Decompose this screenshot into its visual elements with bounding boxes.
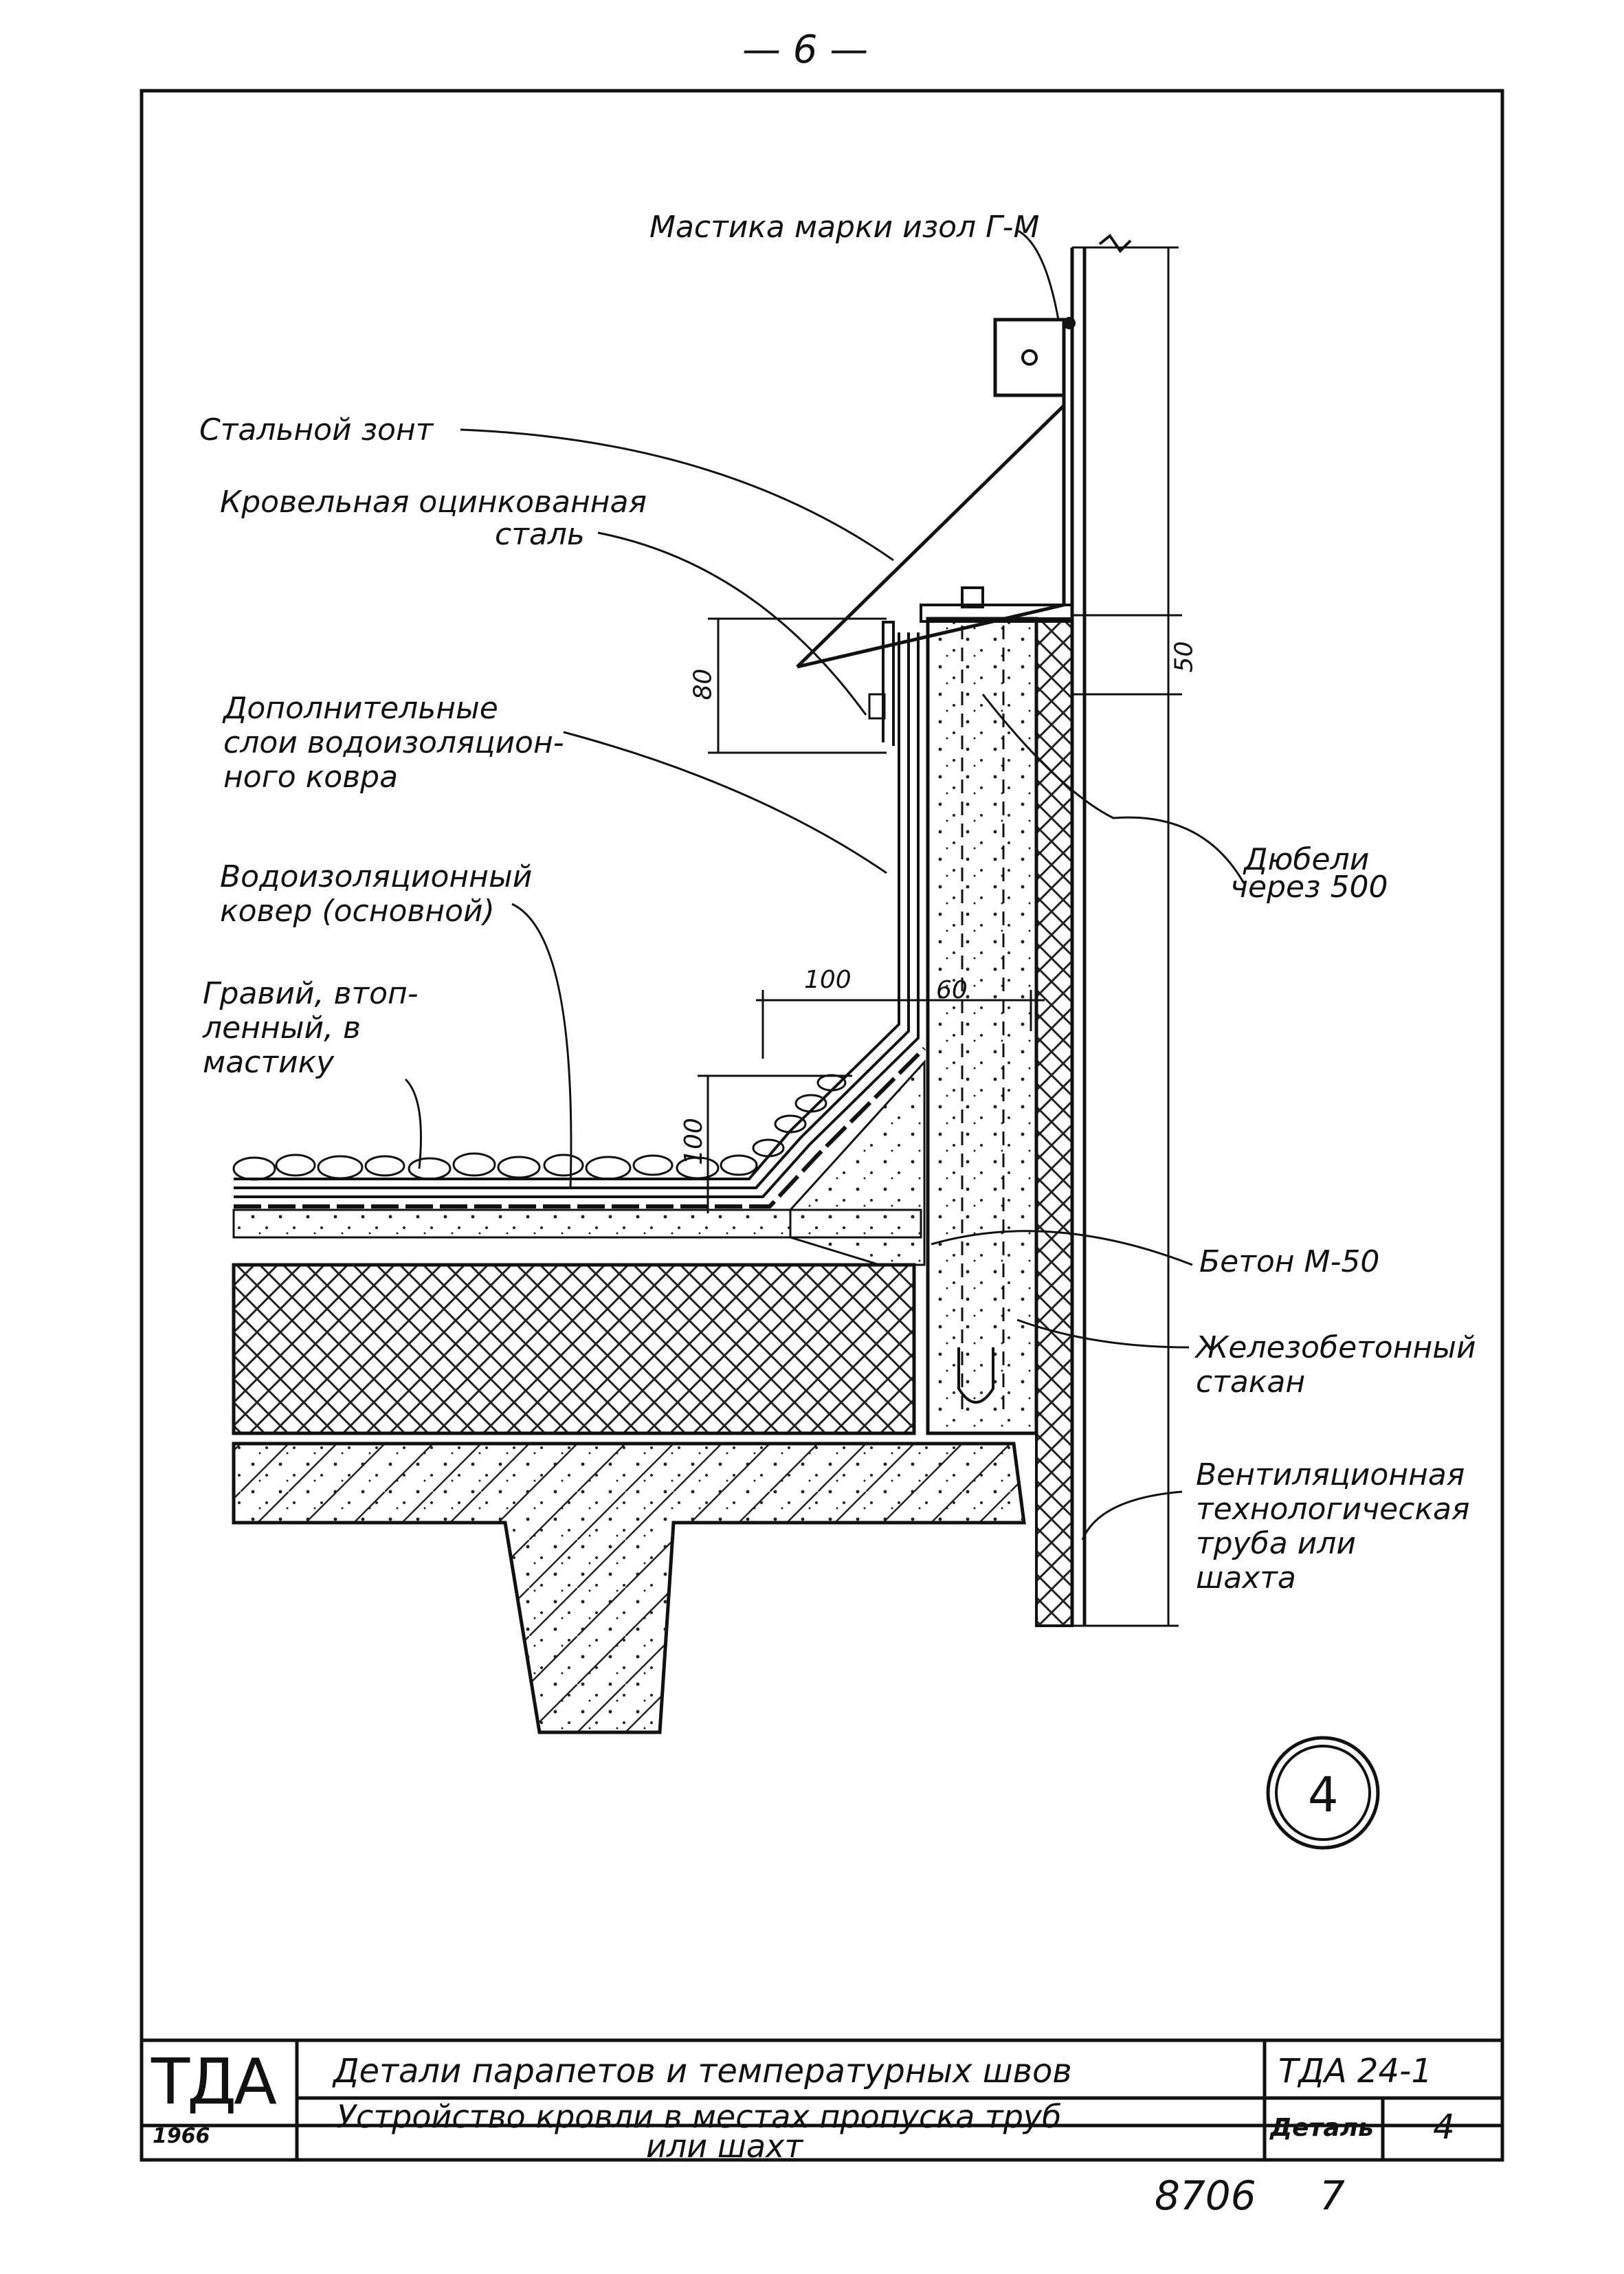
label-gravel-1: Гравий, втоп-	[203, 976, 419, 1011]
dimension-100-horizontal: 100	[804, 966, 852, 994]
label-rc-sleeve-2: стакан	[1196, 1365, 1306, 1400]
label-gravel-2: ленный, в	[203, 1011, 361, 1046]
label-main-carpet-2: ковер (основной)	[220, 894, 495, 929]
label-gravel-3: мастику	[203, 1045, 335, 1080]
thermal-insulation	[232, 1263, 916, 1435]
label-extra-layers-2: слои водоизоляцион-	[223, 725, 564, 760]
label-galvanized-2: сталь	[495, 517, 585, 552]
dimension-60: 60	[936, 976, 968, 1004]
label-dowels-2: через 500	[1230, 870, 1388, 905]
label-dowels-1: Дюбели	[1244, 842, 1370, 877]
page-number: — 6 —	[742, 27, 869, 72]
galvanized-apron	[882, 621, 895, 746]
footer-sheet: 7	[1320, 2172, 1345, 2219]
gravel-layer	[232, 1074, 847, 1181]
title-block-logo: ТДА	[151, 2045, 277, 2119]
label-extra-layers-3: ного ковра	[223, 760, 399, 795]
title-block-year: 1966	[153, 2124, 210, 2148]
steel-umbrella	[796, 317, 1076, 669]
title-line-2b: или шахт	[646, 2128, 803, 2165]
detail-label: Деталь	[1270, 2114, 1374, 2142]
label-vent-1: Вентиляционная	[1196, 1457, 1465, 1492]
shaft-insulation	[1035, 617, 1074, 1627]
footer-number: 8706	[1155, 2172, 1256, 2219]
label-rc-sleeve-1: Железобетонный	[1196, 1330, 1476, 1365]
label-mastic: Мастика марки изол Г-М	[649, 210, 1040, 245]
vent-pipe-shaft	[1070, 234, 1132, 1626]
label-vent-4: шахта	[1196, 1560, 1296, 1596]
rc-sleeve	[926, 617, 1038, 1435]
detail-number: 4	[1308, 1767, 1339, 1823]
leader-lines	[404, 229, 1245, 1541]
label-extra-layers-1: Дополнительные	[223, 691, 498, 726]
title-line-2a: Устройство кровли в местах пропуска труб	[337, 2098, 1062, 2135]
sheet-frame	[140, 89, 1504, 2128]
detail-value: 4	[1433, 2107, 1455, 2147]
label-steel-umbrella: Стальной зонт	[199, 412, 434, 448]
detail-circle	[1266, 1736, 1380, 1850]
label-vent-3: труба или	[1196, 1526, 1356, 1561]
cap-bolt	[961, 586, 984, 608]
dimension-80: 80	[689, 668, 718, 700]
label-vent-2: технологическая	[1196, 1492, 1470, 1527]
label-concrete: Бетон М-50	[1199, 1244, 1380, 1279]
title-line-1: Детали парапетов и температурных швов	[333, 2052, 1072, 2090]
drawing-code: ТДА 24-1	[1278, 2052, 1432, 2090]
dimension-lines	[698, 246, 1182, 1627]
label-galvanized-1: Кровельная оцинкованная	[220, 485, 647, 520]
label-main-carpet-1: Водоизоляционный	[220, 859, 533, 894]
title-block-frame	[140, 2038, 1504, 2162]
dimension-100-vertical: 100	[679, 1118, 708, 1165]
dimension-50: 50	[1170, 641, 1199, 673]
waterproofing-carpet	[234, 632, 926, 1208]
